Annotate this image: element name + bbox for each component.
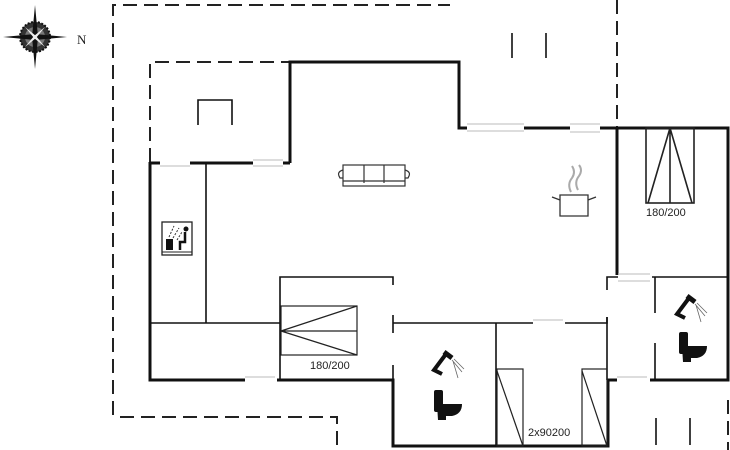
shower-icon [430, 350, 465, 379]
toilet-icon-2 [679, 332, 707, 362]
sauna-icon [161, 221, 193, 256]
interior-walls [150, 33, 728, 446]
property-boundary [112, 0, 729, 450]
exterior-walls [148, 60, 730, 448]
bed-middle [280, 305, 358, 356]
compass-rose-icon [3, 5, 67, 69]
bed-label-top-right: 180/200 [646, 207, 686, 219]
bed-label-bottom: 2x90200 [528, 427, 571, 439]
bed-bottom-1 [496, 368, 524, 447]
shower-icon-2 [673, 294, 708, 323]
north-label: N [77, 32, 87, 47]
sofa-icon [337, 164, 411, 187]
bed-bottom-2 [581, 368, 608, 447]
bed-top-right [645, 127, 695, 204]
bed-label-middle: 180/200 [310, 360, 350, 372]
cooking-pot-icon [551, 164, 597, 217]
windows [160, 123, 650, 378]
toilet-icon [434, 390, 462, 420]
